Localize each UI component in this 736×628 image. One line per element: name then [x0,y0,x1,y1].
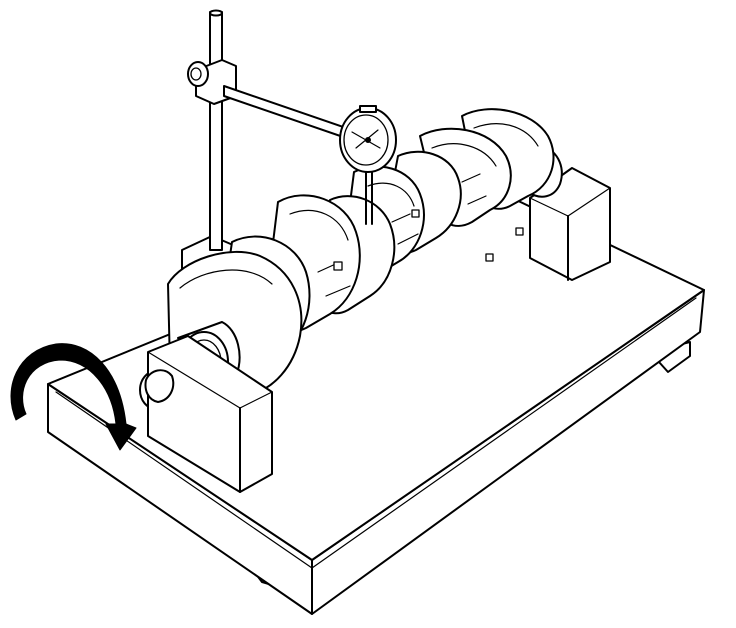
plate-chamfer [55,297,697,569]
crank-web-detail-4 [431,143,497,167]
dial-indicator [339,105,397,225]
crank-journal-4 [461,173,487,205]
stand-arm [223,85,353,141]
crank-oil-hole-3 [485,253,494,262]
front-block-v-notch [144,369,175,403]
crank-web-detail-3 [367,182,415,207]
dial-bezel-stem [359,105,377,113]
dial-center-pin [365,137,371,143]
crank-web-detail-5 [473,123,539,147]
rotation-arrow [10,343,137,451]
stand-rod-cap [209,9,223,17]
crank-web-detail-1 [179,269,273,289]
v-block-front [144,335,273,493]
crank-web-detail-2 [289,209,349,241]
stand-rod [209,11,223,251]
crank-oil-hole-4 [515,227,524,236]
stand-clamp-knob-center [190,67,202,81]
curved-arrow-icon [10,343,137,451]
dial-plunger [365,165,373,225]
crank-journal-3 [391,213,419,245]
crank-oil-hole-2 [411,209,420,218]
crank-oil-hole-1 [333,261,343,271]
